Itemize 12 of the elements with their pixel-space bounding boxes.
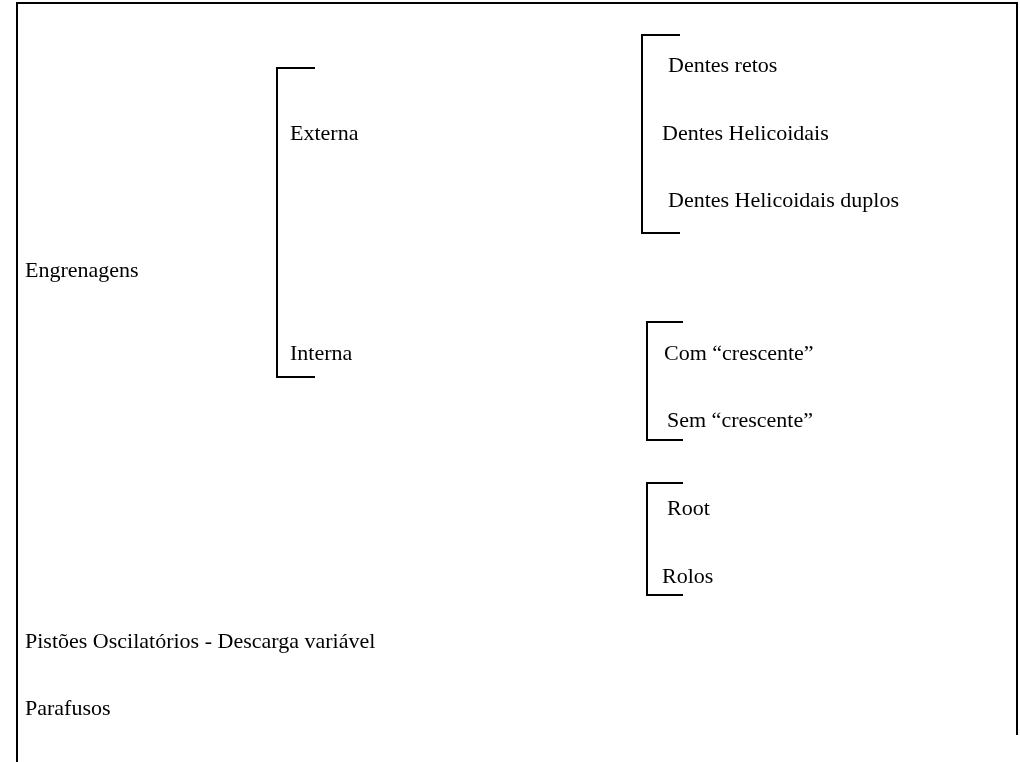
- category-label: Com “crescente”: [664, 340, 814, 366]
- category-label: Sem “crescente”: [667, 407, 813, 433]
- category-label: Engrenagens: [25, 257, 139, 283]
- category-label: Parafusos: [25, 695, 111, 721]
- category-label: Root: [667, 495, 710, 521]
- category-label: Rolos: [662, 563, 714, 589]
- category-label: Dentes Helicoidais duplos: [668, 187, 899, 213]
- category-label: Externa: [290, 120, 359, 146]
- category-label: Interna: [290, 340, 353, 366]
- category-label: Dentes Helicoidais: [662, 120, 829, 146]
- category-label: Dentes retos: [668, 52, 778, 78]
- category-label: Pistões Oscilatórios - Descarga variável: [25, 628, 376, 654]
